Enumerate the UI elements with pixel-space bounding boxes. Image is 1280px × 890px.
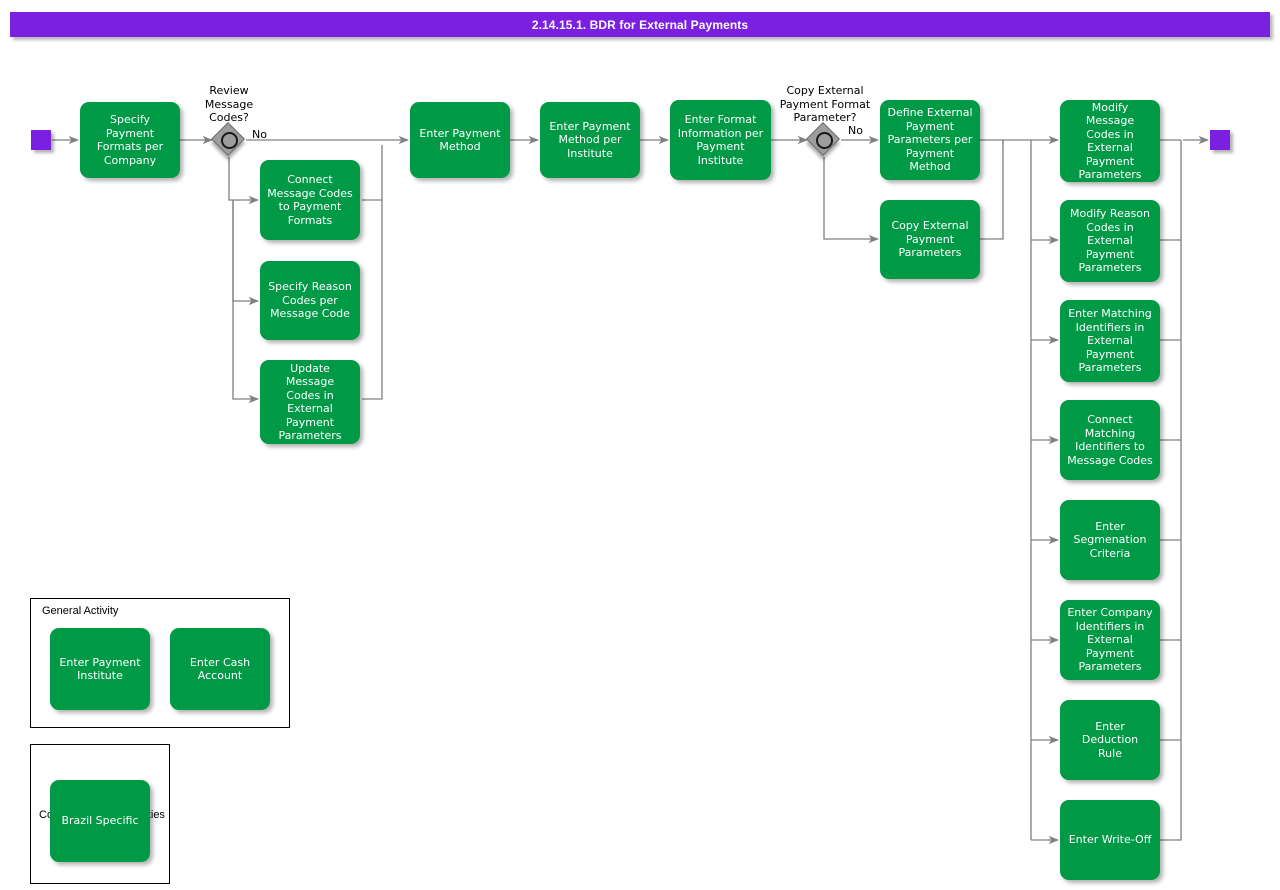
gateway-circle-icon	[816, 132, 833, 149]
node-copy-external-payment-parameters[interactable]: Copy External Payment Parameters	[880, 200, 980, 279]
gateway-circle-icon	[221, 132, 238, 149]
branch-label-no-1: No	[252, 128, 267, 141]
node-specify-payment-formats-per-company[interactable]: Specify Payment Formats per Company	[80, 102, 180, 178]
node-enter-deduction-rule[interactable]: Enter Deduction Rule	[1060, 700, 1160, 780]
start-terminator	[31, 130, 51, 150]
node-enter-matching-identifiers-in-external-payment-parameters[interactable]: Enter Matching Identifiers in External P…	[1060, 300, 1160, 382]
node-enter-write-off[interactable]: Enter Write-Off	[1060, 800, 1160, 880]
node-modify-message-codes-in-external-payment-parameters[interactable]: Modify Message Codes in External Payment…	[1060, 100, 1160, 182]
gateway-copy-external-payment-format-parameter[interactable]	[806, 122, 840, 156]
legend-item-enter-cash-account[interactable]: Enter Cash Account	[170, 628, 270, 710]
gateway-review-message-codes[interactable]	[211, 122, 245, 156]
node-update-message-codes-in-external-payment-parameters[interactable]: Update Message Codes in External Payment…	[260, 360, 360, 444]
legend-item-brazil-specific[interactable]: Brazil Specific	[50, 780, 150, 862]
branch-label-no-2: No	[848, 124, 863, 137]
node-enter-payment-method[interactable]: Enter Payment Method	[410, 102, 510, 178]
diagram-title-bar: 2.14.15.1. BDR for External Payments	[10, 12, 1270, 37]
node-enter-payment-method-per-institute[interactable]: Enter Payment Method per Institute	[540, 102, 640, 178]
legend-item-enter-payment-institute[interactable]: Enter Payment Institute	[50, 628, 150, 710]
node-specify-reason-codes-per-message-code[interactable]: Specify Reason Codes per Message Code	[260, 261, 360, 340]
gateway-label-review-message-codes: Review Message Codes?	[204, 84, 254, 124]
node-connect-matching-identifiers-to-message-codes[interactable]: Connect Matching Identifiers to Message …	[1060, 400, 1160, 480]
node-enter-format-information-per-payment-institute[interactable]: Enter Format Information per Payment Ins…	[670, 100, 771, 180]
node-connect-message-codes-to-payment-formats[interactable]: Connect Message Codes to Payment Formats	[260, 160, 360, 240]
page-title: 2.14.15.1. BDR for External Payments	[531, 17, 749, 32]
node-enter-segmenation-criteria[interactable]: Enter Segmenation Criteria	[1060, 500, 1160, 580]
node-define-external-payment-parameters-per-payment-method[interactable]: Define External Payment Parameters per P…	[880, 100, 980, 180]
gateway-label-copy-external-payment-format-parameter: Copy External Payment Format Parameter?	[779, 84, 871, 124]
end-terminator	[1210, 130, 1230, 150]
legend-general-activity-title: General Activity	[42, 605, 119, 617]
node-modify-reason-codes-in-external-payment-parameters[interactable]: Modify Reason Codes in External Payment …	[1060, 200, 1160, 282]
node-enter-company-identifiers-in-external-payment-parameters[interactable]: Enter Company Identifiers in External Pa…	[1060, 600, 1160, 680]
